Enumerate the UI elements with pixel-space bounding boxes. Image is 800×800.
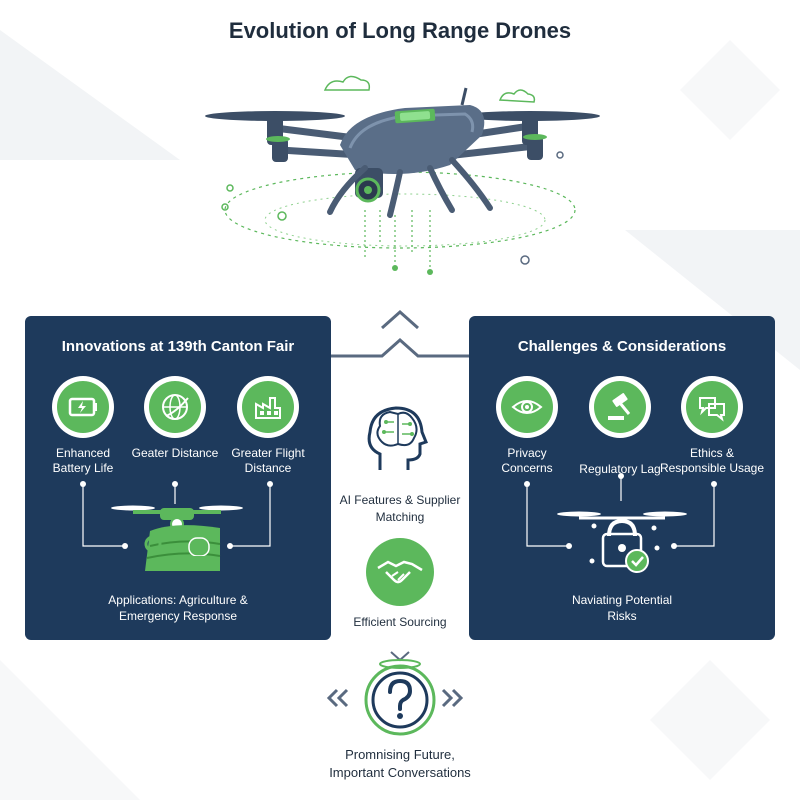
feature-label: Greater Flight Distance	[231, 446, 305, 475]
page-title: Evolution of Long Range Drones	[228, 18, 572, 43]
agriculture-drone-icon	[111, 505, 243, 571]
factory-icon	[255, 397, 281, 419]
connector-lines	[80, 481, 273, 571]
challenge-ethics: Ethics & Responsible Usage	[659, 376, 765, 476]
feature-flight-distance: Greater Flight Distance	[223, 376, 313, 476]
footer-label: Promnising Future, Important Conversatio…	[329, 747, 471, 780]
connector-lines	[524, 473, 717, 573]
challenge-regulatory: Regulatory Lag	[575, 376, 665, 477]
globe-icon	[162, 394, 189, 420]
challenges-panel: Challenges & Considerations	[469, 316, 775, 640]
innovations-title: Innovations at 139th Canton Fair	[61, 338, 295, 355]
feature-label: Geater Distance	[131, 446, 219, 460]
feature-label: Regulatory Lag	[579, 462, 661, 476]
challenges-caption: Naviating Potential Risks	[571, 593, 673, 623]
innovations-caption: Applications: Agriculture & Emergency Re…	[108, 593, 248, 623]
efficient-sourcing-label: Efficient Sourcing	[353, 615, 447, 629]
cloud-icon	[323, 75, 371, 91]
innovations-panel: Innovations at 139th Canton Fair	[25, 316, 331, 640]
challenge-privacy: Privacy Concerns	[482, 376, 572, 476]
feature-label: Ethics & Responsible Usage	[659, 446, 765, 475]
gavel-icon	[608, 393, 631, 420]
eye-icon	[511, 400, 543, 414]
feature-label: Privacy Concerns	[501, 446, 553, 475]
handshake-badge	[366, 538, 434, 606]
challenges-title: Challenges & Considerations	[517, 338, 727, 355]
chevron-connector	[330, 309, 470, 358]
handshake-icon	[377, 560, 423, 584]
feature-battery: Enhanced Battery Life	[38, 376, 128, 476]
feature-label: Enhanced Battery Life	[52, 446, 114, 475]
drone-illustration	[205, 75, 600, 275]
background-triangle	[0, 30, 180, 160]
lock-drone-icon	[557, 511, 687, 573]
ai-features-label: AI Features & Supplier Matching	[339, 493, 461, 524]
background-diamond	[680, 40, 780, 140]
battery-icon	[68, 397, 97, 417]
feature-distance: Geater Distance	[130, 376, 220, 461]
future-question-icon	[326, 651, 464, 736]
ai-brain-icon	[367, 406, 428, 470]
cloud-icon	[498, 89, 536, 103]
speech-bubbles-icon	[699, 397, 725, 422]
